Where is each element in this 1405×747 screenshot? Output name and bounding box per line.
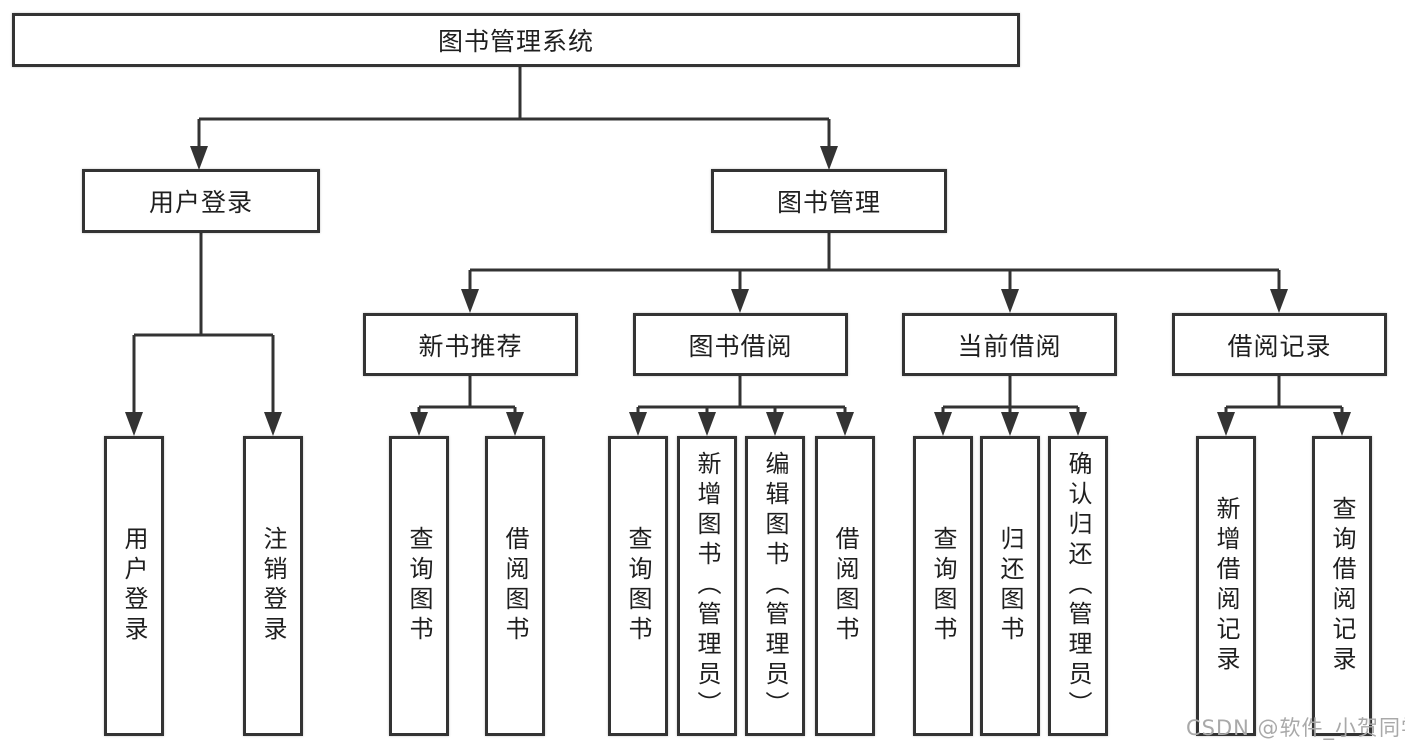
leaf-edit-book-admin: 编辑图书（管理员）: [745, 436, 805, 736]
leaf-add-borrow-record-label: 新增借阅记录: [1212, 496, 1240, 676]
leaf-logout-label: 注销登录: [259, 526, 287, 646]
leaf-query-books-recommend: 查询图书: [389, 436, 449, 736]
node-borrowing-records: 借阅记录: [1172, 313, 1387, 376]
node-book-borrowing: 图书借阅: [633, 313, 848, 376]
leaf-edit-book-admin-label: 编辑图书（管理员）: [761, 451, 789, 721]
leaf-return-books: 归还图书: [980, 436, 1040, 736]
node-current-borrowing: 当前借阅: [902, 313, 1117, 376]
leaf-query-books-borrow: 查询图书: [608, 436, 668, 736]
node-borrowing-records-label: 借阅记录: [1227, 331, 1332, 361]
leaf-query-books-borrow-label: 查询图书: [624, 526, 652, 646]
node-user-login: 用户登录: [82, 169, 320, 233]
node-current-borrowing-label: 当前借阅: [957, 331, 1062, 361]
leaf-logout: 注销登录: [243, 436, 303, 736]
node-user-login-label: 用户登录: [148, 188, 253, 217]
connector-paths: [132, 67, 1344, 412]
leaf-borrow-books-label: 借阅图书: [831, 526, 859, 646]
node-library-management-system-label: 图书管理系统: [437, 27, 594, 56]
leaf-confirm-return-admin: 确认归还（管理员）: [1048, 436, 1108, 736]
node-library-management-system: 图书管理系统: [12, 13, 1020, 67]
leaf-borrow-books-recommend: 借阅图书: [485, 436, 545, 736]
node-book-management-label: 图书管理: [776, 188, 881, 217]
leaf-query-books-current: 查询图书: [913, 436, 973, 736]
leaf-query-books-recommend-label: 查询图书: [405, 526, 433, 646]
node-book-borrowing-label: 图书借阅: [688, 331, 793, 361]
leaf-query-borrow-record: 查询借阅记录: [1312, 436, 1372, 736]
node-new-book-recommendation: 新书推荐: [363, 313, 578, 376]
leaf-confirm-return-admin-label: 确认归还（管理员）: [1064, 451, 1092, 721]
leaf-add-book-admin: 新增图书（管理员）: [677, 436, 737, 736]
leaf-user-login-label: 用户登录: [120, 526, 148, 646]
leaf-borrow-books-recommend-label: 借阅图书: [501, 526, 529, 646]
leaf-query-books-current-label: 查询图书: [929, 526, 957, 646]
leaf-return-books-label: 归还图书: [996, 526, 1024, 646]
leaf-add-borrow-record: 新增借阅记录: [1196, 436, 1256, 736]
leaf-user-login: 用户登录: [104, 436, 164, 736]
csdn-watermark: CSDN @软件_小贺同学: [1186, 716, 1405, 740]
leaf-add-book-admin-label: 新增图书（管理员）: [693, 451, 721, 721]
leaf-query-borrow-record-label: 查询借阅记录: [1328, 496, 1356, 676]
node-new-book-recommendation-label: 新书推荐: [418, 331, 523, 361]
leaf-borrow-books: 借阅图书: [815, 436, 875, 736]
node-book-management: 图书管理: [711, 169, 947, 233]
